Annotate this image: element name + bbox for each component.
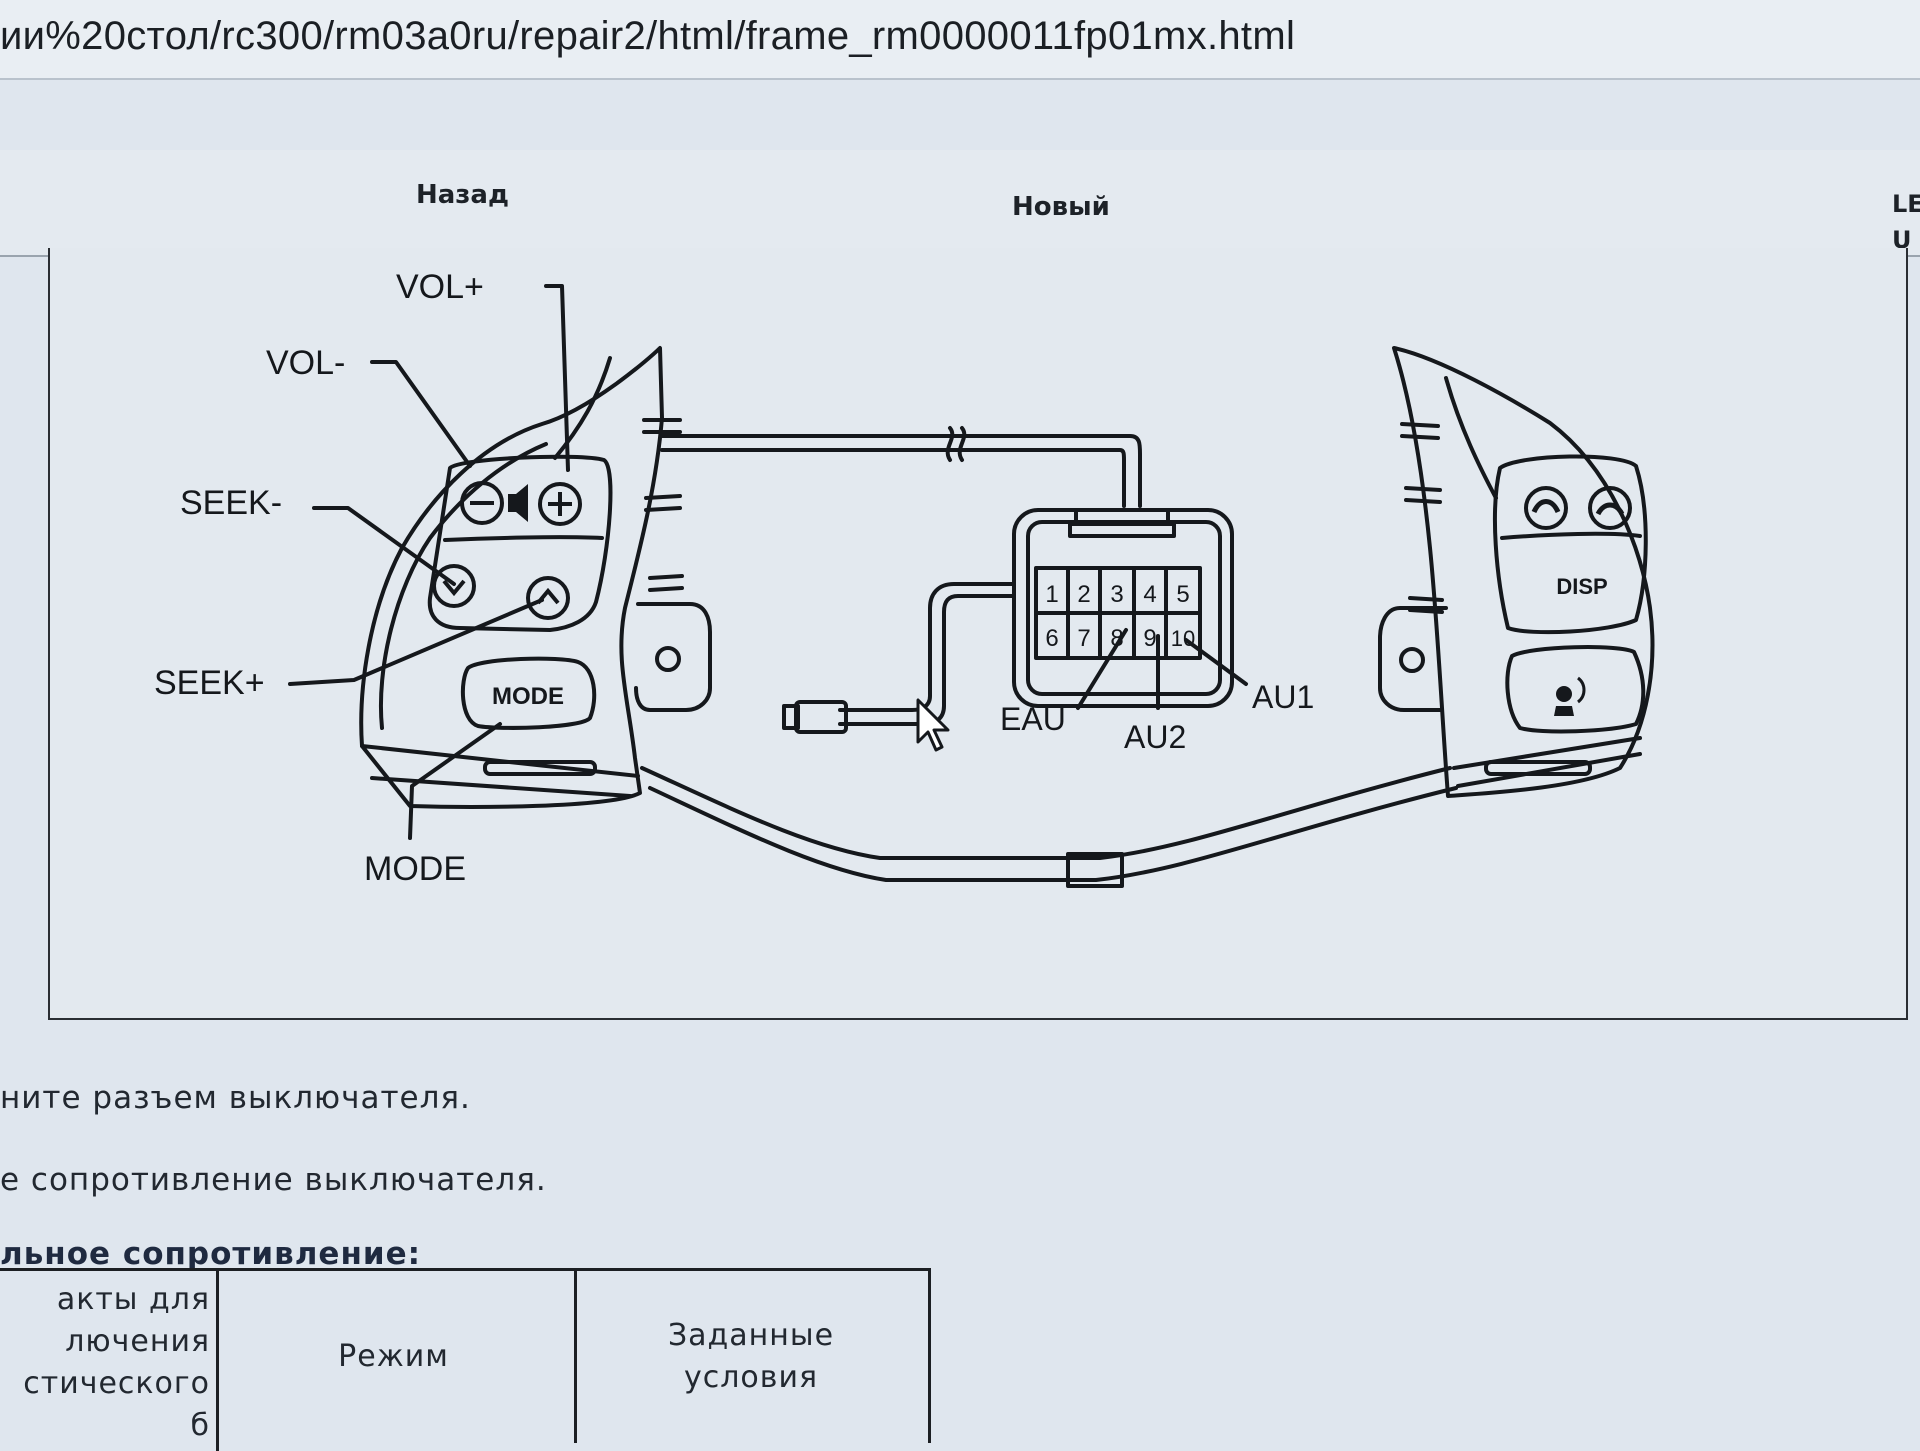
vol-minus-callout: VOL- bbox=[266, 344, 345, 382]
disp-button-label: DISP bbox=[1556, 574, 1607, 599]
right-mount-hole bbox=[1399, 647, 1425, 673]
phone-pickup-button bbox=[1524, 486, 1568, 530]
header-terminals-line-3: стического bbox=[23, 1366, 210, 1401]
pin-7: 7 bbox=[1077, 625, 1090, 652]
eau-callout: EAU bbox=[1000, 701, 1066, 737]
left-housing-top-fin bbox=[553, 356, 612, 460]
seek-minus-callout: SEEK- bbox=[180, 484, 282, 522]
harness-break-mark bbox=[945, 426, 967, 462]
mouse-cursor bbox=[916, 698, 950, 752]
connector-latch bbox=[1068, 508, 1176, 538]
top-harness-inner bbox=[660, 448, 1126, 508]
seek-plus-leader bbox=[288, 598, 544, 686]
side-plug bbox=[794, 700, 848, 734]
mode-button-outline bbox=[460, 656, 597, 730]
seek-minus-button bbox=[432, 564, 476, 608]
bottom-harness bbox=[640, 766, 1452, 860]
steering-switch-diagram: MODE DISP VOL+ VOL- SEEK- SEEK+ MODE 1 2… bbox=[48, 248, 1908, 1020]
left-button-panel bbox=[427, 454, 613, 632]
header-terminals-line-1: акты для bbox=[56, 1282, 210, 1317]
pin-6: 6 bbox=[1045, 625, 1058, 652]
voice-command-icon bbox=[1554, 676, 1586, 716]
pin-8: 8 bbox=[1110, 625, 1123, 652]
pin-9: 9 bbox=[1143, 625, 1156, 652]
speaker-icon bbox=[508, 484, 528, 522]
header-conditions-line-1: Заданные bbox=[667, 1318, 835, 1353]
vol-minus-button bbox=[460, 481, 504, 525]
left-housing-inner-edge bbox=[378, 442, 548, 730]
url-text: ии%20стол/rc300/rm03a0ru/repair2/html/fr… bbox=[0, 14, 1296, 58]
diagram-canvas: MODE DISP VOL+ VOL- SEEK- SEEK+ MODE 1 2… bbox=[154, 268, 1655, 888]
connector-body bbox=[1012, 508, 1234, 708]
top-harness bbox=[660, 434, 1142, 508]
back-link[interactable]: Назад bbox=[416, 180, 509, 210]
au1-callout: AU1 bbox=[1252, 679, 1314, 715]
vol-plus-button bbox=[538, 482, 582, 526]
step-disconnect-connector: ните разъем выключателя. bbox=[0, 1080, 471, 1116]
eau-leader bbox=[1076, 628, 1128, 710]
header-cell-mode: Режим bbox=[213, 1271, 577, 1443]
seek-plus-button bbox=[526, 576, 570, 620]
left-panel-divider bbox=[443, 535, 604, 542]
right-wire-ribs bbox=[1400, 422, 1444, 614]
header-terminals-line-2: лючения bbox=[65, 1324, 210, 1359]
right-bottom-slot bbox=[1484, 760, 1592, 776]
pin-1: 1 bbox=[1045, 581, 1058, 608]
header-cell-conditions: Заданные условия bbox=[577, 1271, 925, 1443]
seek-plus-callout: SEEK+ bbox=[154, 664, 265, 702]
right-switch-bottom-strip bbox=[1452, 736, 1642, 788]
side-plug-tip bbox=[782, 704, 800, 730]
address-bar[interactable]: ии%20стол/rc300/rm03a0ru/repair2/html/fr… bbox=[0, 0, 1920, 80]
right-housing-inner-edge bbox=[1444, 376, 1498, 500]
connector-inner bbox=[1026, 520, 1222, 696]
right-mount-bracket bbox=[1378, 606, 1448, 712]
left-bottom-slot bbox=[483, 760, 597, 776]
harness-clip bbox=[1066, 852, 1124, 888]
pin-3: 3 bbox=[1110, 581, 1123, 608]
vol-minus-leader bbox=[370, 360, 472, 468]
mode-callout: MODE bbox=[364, 850, 466, 888]
header-terminals-line-4: б bbox=[190, 1408, 210, 1443]
header-cell-terminals: акты для лючения стического б bbox=[0, 1271, 219, 1451]
pin-4: 4 bbox=[1143, 581, 1156, 608]
left-mount-bracket bbox=[634, 602, 712, 712]
pin-10: 10 bbox=[1171, 626, 1195, 651]
left-mount-hole bbox=[655, 646, 681, 672]
step-measure-resistance: е сопротивление выключателя. bbox=[0, 1162, 547, 1198]
right-panel-divider bbox=[1500, 531, 1642, 540]
right-switch-housing bbox=[1392, 346, 1655, 798]
phone-hangup-button bbox=[1588, 486, 1632, 530]
new-link[interactable]: Новый bbox=[1012, 192, 1110, 222]
resistance-table: акты для лючения стического б Режим Зада… bbox=[0, 1268, 931, 1451]
right-button-panel bbox=[1492, 454, 1648, 635]
au1-leader bbox=[1184, 638, 1248, 686]
standard-resistance-heading: льное сопротивление: bbox=[0, 1236, 422, 1272]
mode-leader bbox=[408, 722, 502, 840]
nav-edge-label-top[interactable]: LE bbox=[1892, 190, 1920, 218]
bottom-harness-inner bbox=[648, 786, 1458, 882]
header-mode-label: Режим bbox=[338, 1339, 449, 1374]
nav-edge-label-bottom[interactable]: U bbox=[1892, 226, 1912, 254]
manual-nav-bar: Назад Новый LE U bbox=[0, 150, 1920, 257]
mode-button-label: MODE bbox=[492, 683, 564, 710]
pin-5: 5 bbox=[1176, 581, 1189, 608]
left-wire-ribs bbox=[642, 418, 684, 592]
voice-button-outline bbox=[1505, 645, 1646, 734]
pin-2: 2 bbox=[1077, 581, 1090, 608]
vol-plus-leader bbox=[544, 284, 570, 472]
header-conditions-line-2: условия bbox=[683, 1360, 818, 1395]
seek-minus-leader bbox=[312, 506, 456, 586]
lower-harness bbox=[838, 582, 1016, 712]
au2-callout: AU2 bbox=[1124, 719, 1186, 755]
vol-plus-callout: VOL+ bbox=[396, 268, 484, 306]
